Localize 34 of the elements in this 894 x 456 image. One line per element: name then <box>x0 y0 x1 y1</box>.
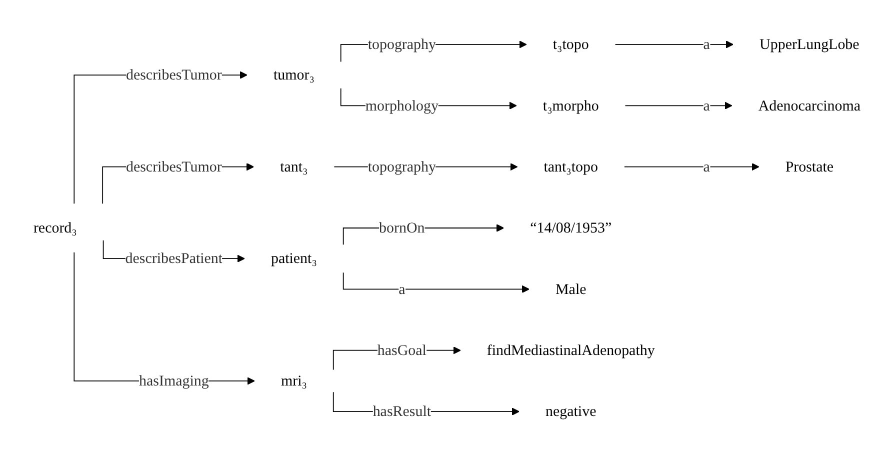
node-text: findMediastinalAdenopathy <box>486 342 655 359</box>
edge-label: topography <box>368 158 436 175</box>
node-text: “14/08/1953” <box>530 219 612 236</box>
edge-label: describesPatient <box>125 250 223 267</box>
edge-label: morphology <box>365 97 438 114</box>
node-text: mri₃ <box>280 372 307 390</box>
node-text: UpperLungLobe <box>760 36 860 53</box>
node-text: negative <box>546 402 596 420</box>
edge-label: bornOn <box>379 219 425 236</box>
edge-label: a <box>703 158 710 175</box>
node-text: t₃topo <box>552 36 589 53</box>
node-text: patient₃ <box>270 250 317 267</box>
arrow <box>342 272 530 294</box>
node-text: Prostate <box>785 158 834 175</box>
edge-label: hasGoal <box>377 342 426 359</box>
node-text: Male <box>556 280 586 298</box>
node-text: tant₃ <box>280 158 308 175</box>
arrow <box>624 162 760 171</box>
edge-label: topography <box>368 36 436 53</box>
edge-label: hasImaging <box>139 372 209 390</box>
edge-label: a <box>703 97 710 114</box>
node-text: t₃morpho <box>542 97 599 114</box>
arrow <box>624 102 732 110</box>
node-text: tumor₃ <box>273 66 314 84</box>
node-text: record₃ <box>33 219 77 236</box>
edge-label: a <box>703 36 710 53</box>
edge-label: describesTumor <box>126 158 222 175</box>
edge-label: hasResult <box>372 402 432 420</box>
node-text: tant₃topo <box>544 158 598 175</box>
arrow <box>74 71 248 204</box>
edge-label: describesTumor <box>126 66 222 84</box>
node-text: Adenocarcinoma <box>758 97 861 114</box>
arrow <box>614 40 734 48</box>
edge-label: a <box>398 280 406 298</box>
